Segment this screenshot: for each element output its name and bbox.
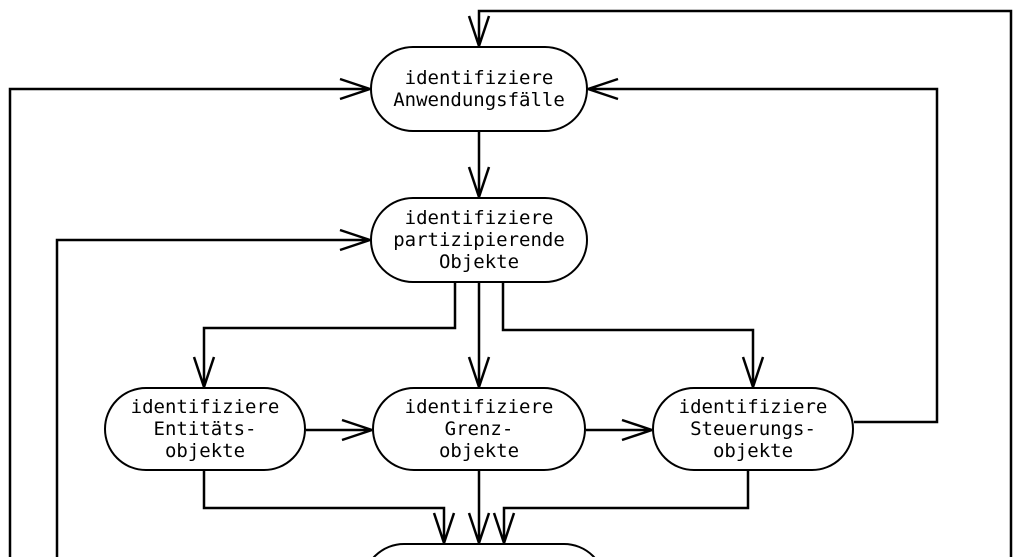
node-label: identifiziere partizipierende Objekte <box>393 207 565 273</box>
edge-boundary-to-control <box>586 418 653 442</box>
edge-participating-to-control <box>501 283 765 388</box>
node-bottom-partial <box>362 543 606 557</box>
node-identify-boundary-objects: identifiziere Grenz- objekte <box>372 387 586 471</box>
edge-participating-to-entity <box>192 283 457 388</box>
node-identify-control-objects: identifiziere Steuerungs- objekte <box>652 387 854 471</box>
node-label: identifiziere Grenz- objekte <box>404 396 554 462</box>
edge-control-to-usecases <box>587 77 939 424</box>
edge-participating-to-boundary <box>467 283 491 388</box>
edge-boundary-to-bottom <box>467 471 491 544</box>
edge-entity-to-bottom <box>202 471 456 544</box>
node-label: identifiziere Anwendungsfälle <box>393 67 565 111</box>
edge-loop-left-to-participating <box>55 228 371 557</box>
edge-entity-to-boundary <box>306 418 373 442</box>
edge-control-to-bottom <box>492 471 750 544</box>
edge-loop-right-to-usecases-top <box>467 9 1013 557</box>
node-identify-participating-objects: identifiziere partizipierende Objekte <box>370 197 588 283</box>
node-label: identifiziere Entitäts- objekte <box>130 396 280 462</box>
edge-loop-left-to-usecases <box>8 77 371 557</box>
node-identify-entity-objects: identifiziere Entitäts- objekte <box>104 387 306 471</box>
edge-usecases-to-participating <box>467 132 491 198</box>
node-identify-use-cases: identifiziere Anwendungsfälle <box>370 46 588 132</box>
node-label: identifiziere Steuerungs- objekte <box>678 396 828 462</box>
